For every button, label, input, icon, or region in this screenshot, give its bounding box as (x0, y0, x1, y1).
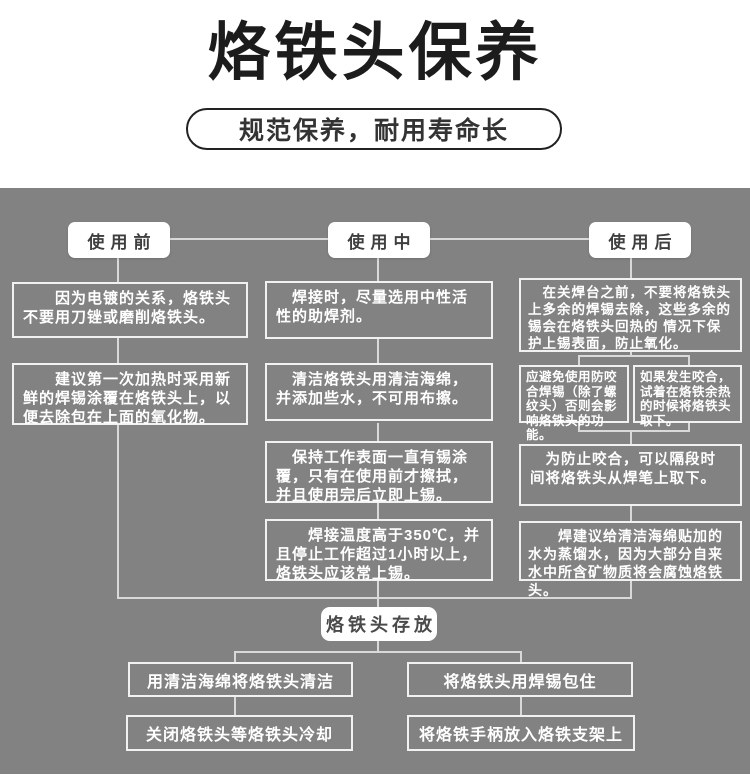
during-box-4: 焊接温度高于350℃，并且停止工作超过1小时以上，烙铁头应该常上锡。 (265, 519, 493, 582)
connector-line (630, 352, 632, 357)
connector-line (377, 597, 379, 607)
after-box-1: 在关焊台之前，不要将烙铁头上多余的焊锡去除，这些多余的锡会在烙铁头回热的 情况下… (519, 278, 742, 352)
after-box-left: 应避免使用防咬合焊锡（除了螺纹头）否则会影响烙铁头的功能。 (519, 365, 629, 442)
connector-line (630, 256, 632, 278)
during-box-2: 清洁烙铁头用清洁海绵，并添加些水，不可用布擦。 (265, 363, 493, 421)
tagline-pill: 规范保养，耐用寿命长 (186, 108, 562, 150)
stage-label-during-text: 使用中 (347, 232, 417, 252)
connector-line (234, 651, 522, 653)
connector-line (117, 597, 632, 599)
connector-line (117, 256, 119, 282)
storage-box-2-text: 将烙铁头用焊锡包住 (443, 673, 597, 691)
connector-line (688, 355, 690, 365)
tagline-text: 规范保养，耐用寿命长 (238, 117, 509, 145)
connector-line (377, 423, 379, 441)
storage-box-1: 用清洁海绵将烙铁头清洁 (128, 662, 353, 697)
connector-line (377, 581, 379, 598)
storage-box-3-text: 关闭烙铁头等烙铁头冷却 (145, 727, 333, 744)
stage-label-during: 使用中 (328, 222, 430, 258)
connector-line (377, 256, 379, 281)
connector-line (578, 430, 690, 432)
after-box-4: 焊建议给清洁海绵贴加的水为蒸馏水，因为大部分自来水中所含矿物质将会腐蚀烙铁头。 (519, 521, 742, 598)
storage-box-4: 将烙铁手柄放入烙铁支架上 (407, 715, 635, 751)
connector-line (630, 506, 632, 521)
storage-box-2: 将烙铁头用焊锡包住 (407, 662, 633, 697)
connector-line (520, 697, 522, 715)
after-box-right: 如果发生咬合，试着在烙铁余热的时候将烙铁头取下。 (633, 365, 742, 428)
connector-line (688, 423, 690, 432)
storage-label-text: 烙铁头存放 (326, 615, 436, 635)
connector-line (630, 430, 632, 444)
storage-box-4-text: 将烙铁手柄放入烙铁支架上 (418, 727, 623, 744)
storage-box-1-text: 用清洁海绵将烙铁头清洁 (146, 673, 334, 691)
connector-line (117, 425, 119, 598)
stage-label-after-text: 使用后 (608, 232, 678, 252)
connector-line (117, 338, 119, 363)
connector-line (234, 697, 236, 715)
stage-label-before: 使用前 (68, 222, 170, 258)
storage-box-3: 关闭烙铁头等烙铁头冷却 (126, 715, 353, 751)
connector-line (578, 423, 580, 432)
before-box-1: 因为电镀的关系，烙铁头不要用刀锉或磨削烙铁头。 (12, 282, 248, 338)
stage-label-after: 使用后 (589, 222, 691, 258)
after-box-3: 为防止咬合，可以隔段时间将烙铁头从焊笔上取下。 (519, 444, 742, 506)
before-box-2: 建议第一次加热时采用新鲜的焊锡涂覆在烙铁头上，以便去除包在上面的氧化物。 (12, 363, 248, 426)
connector-line (630, 581, 632, 598)
connector-line (377, 501, 379, 519)
connector-line (578, 355, 690, 357)
connector-line (377, 339, 379, 363)
connector-line (578, 355, 580, 365)
during-box-1: 焊接时，尽量选用中性活性的助焊剂。 (265, 281, 493, 339)
connector-line (234, 651, 236, 662)
page-title: 烙铁头保养 (207, 18, 543, 88)
during-box-3: 保持工作表面一直有锡涂覆，只有在使用前才擦拭，并且使用完后立即上锡。 (265, 441, 493, 504)
connector-line (377, 641, 379, 652)
connector-line (520, 651, 522, 662)
stage-label-before-text: 使用前 (87, 232, 157, 252)
storage-label: 烙铁头存放 (321, 607, 437, 641)
